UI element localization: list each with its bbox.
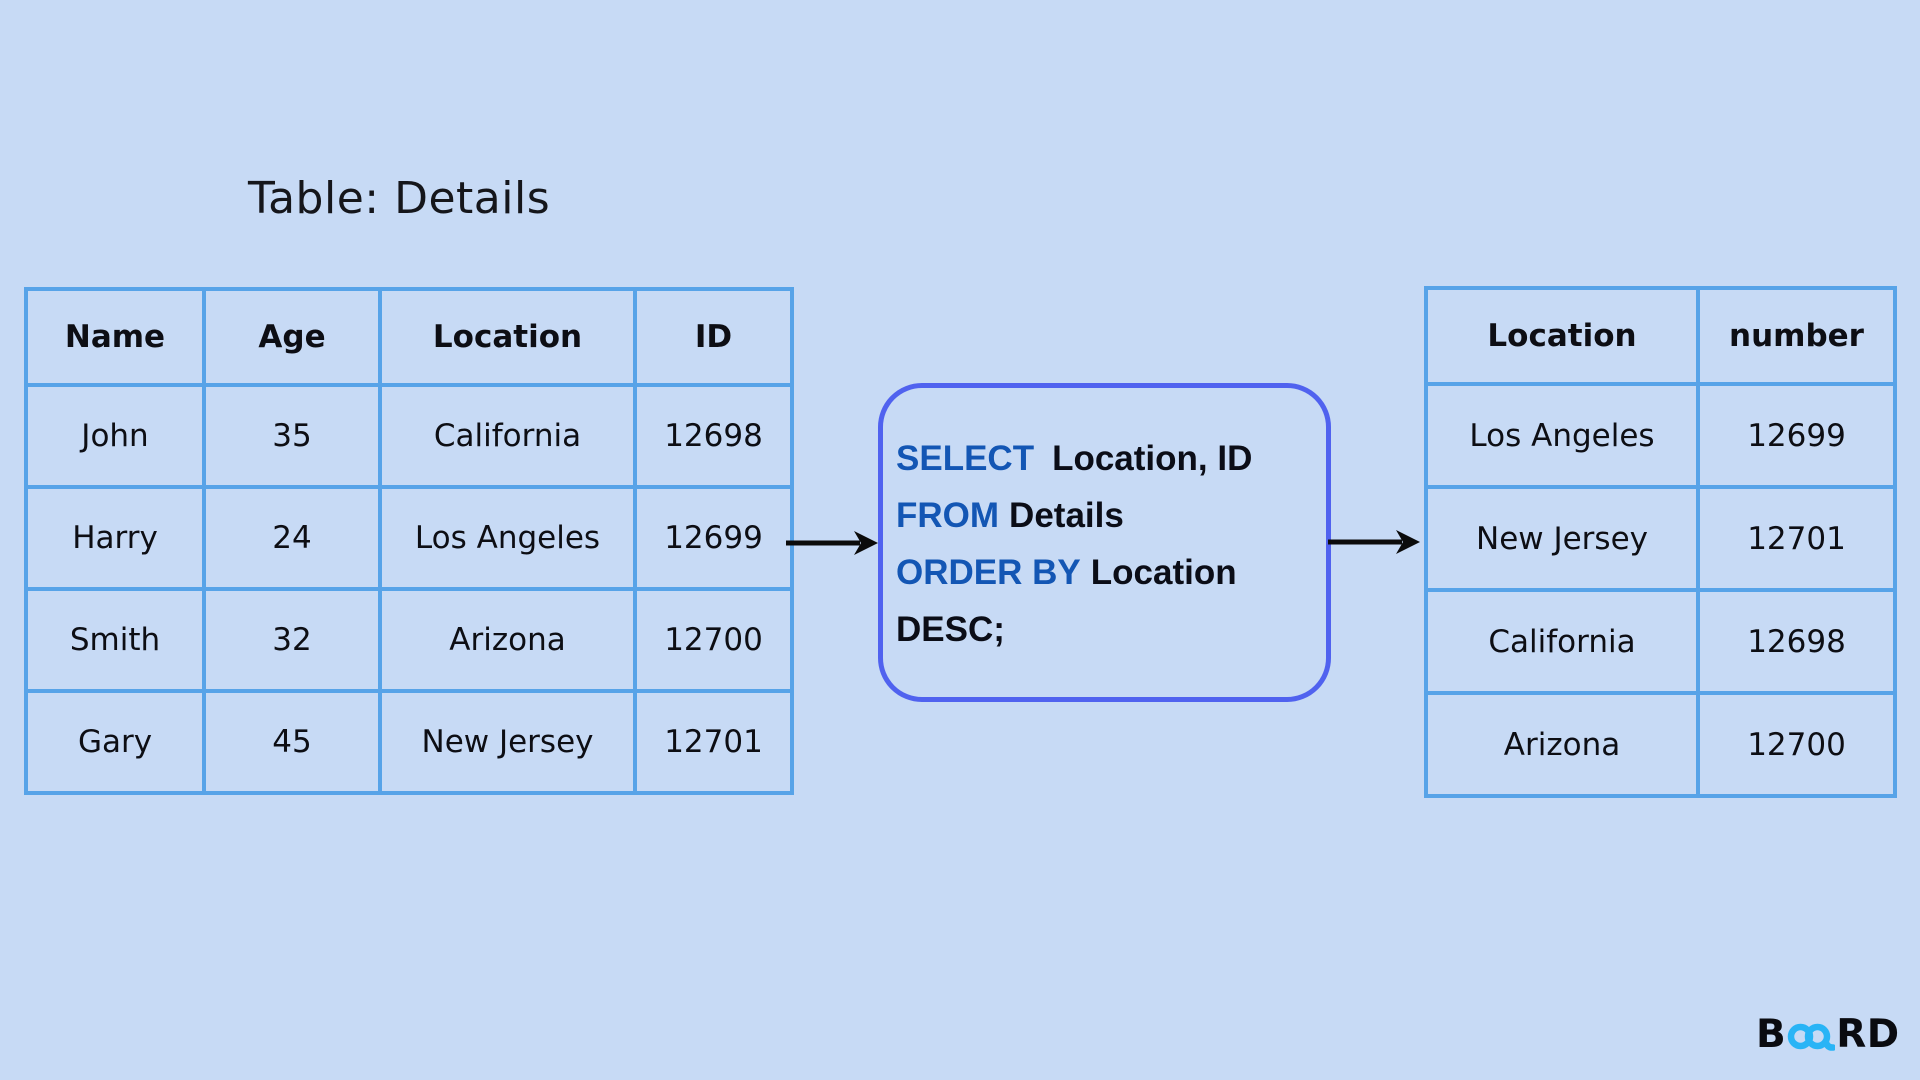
cell-location: Los Angeles (1424, 382, 1700, 489)
sql-line: DESC; (896, 601, 1316, 658)
sql-text: Location (1090, 553, 1237, 592)
board-logo: B RD (1756, 1012, 1900, 1057)
result-table-header-row: Location number (1424, 286, 1897, 386)
cell-id: 12700 (633, 587, 794, 693)
sql-keyword: SELECT (896, 439, 1035, 478)
flow-arrow-left-icon (786, 531, 878, 555)
table-row: Los Angeles 12699 (1424, 382, 1897, 489)
cell-age: 45 (202, 689, 382, 795)
column-header-location: Location (1424, 286, 1700, 386)
cell-location: California (378, 383, 637, 489)
cell-age: 24 (202, 485, 382, 591)
sql-keyword: ORDER BY (896, 553, 1081, 592)
sql-text: Details (1009, 496, 1124, 535)
cell-location: California (1424, 588, 1700, 695)
cell-number: 12699 (1696, 382, 1897, 489)
sql-line: SELECT Location, ID (896, 430, 1316, 487)
table-row: Harry 24 Los Angeles 12699 (24, 485, 794, 591)
sql-keyword: FROM (896, 496, 1000, 535)
column-header-id: ID (633, 287, 794, 387)
column-header-location: Location (378, 287, 637, 387)
cell-id: 12698 (633, 383, 794, 489)
cell-location: Arizona (1424, 691, 1700, 798)
cell-name: Smith (24, 587, 206, 693)
cell-id: 12699 (633, 485, 794, 591)
cell-age: 32 (202, 587, 382, 693)
infinity-icon (1787, 1023, 1836, 1051)
cell-number: 12701 (1696, 485, 1897, 592)
logo-prefix: B (1756, 1012, 1787, 1057)
sql-text: Location, ID (1052, 439, 1253, 478)
logo-suffix: RD (1836, 1012, 1900, 1057)
result-table: Location number Los Angeles 12699 New Je… (1424, 286, 1897, 798)
table-row: Gary 45 New Jersey 12701 (24, 689, 794, 795)
cell-location: New Jersey (378, 689, 637, 795)
cell-name: Harry (24, 485, 206, 591)
table-row: New Jersey 12701 (1424, 485, 1897, 592)
source-table: Name Age Location ID John 35 California … (24, 287, 794, 795)
column-header-number: number (1696, 286, 1897, 386)
cell-location: Arizona (378, 587, 637, 693)
cell-location: Los Angeles (378, 485, 637, 591)
table-row: California 12698 (1424, 588, 1897, 695)
cell-location: New Jersey (1424, 485, 1700, 592)
cell-number: 12698 (1696, 588, 1897, 695)
table-row: John 35 California 12698 (24, 383, 794, 489)
source-table-header-row: Name Age Location ID (24, 287, 794, 387)
cell-id: 12701 (633, 689, 794, 795)
table-row: Smith 32 Arizona 12700 (24, 587, 794, 693)
page-title: Table: Details (248, 173, 551, 224)
table-row: Arizona 12700 (1424, 691, 1897, 798)
flow-arrow-right-icon (1328, 530, 1420, 554)
cell-number: 12700 (1696, 691, 1897, 798)
sql-text: DESC; (896, 610, 1005, 649)
column-header-age: Age (202, 287, 382, 387)
cell-age: 35 (202, 383, 382, 489)
column-header-name: Name (24, 287, 206, 387)
cell-name: John (24, 383, 206, 489)
cell-name: Gary (24, 689, 206, 795)
